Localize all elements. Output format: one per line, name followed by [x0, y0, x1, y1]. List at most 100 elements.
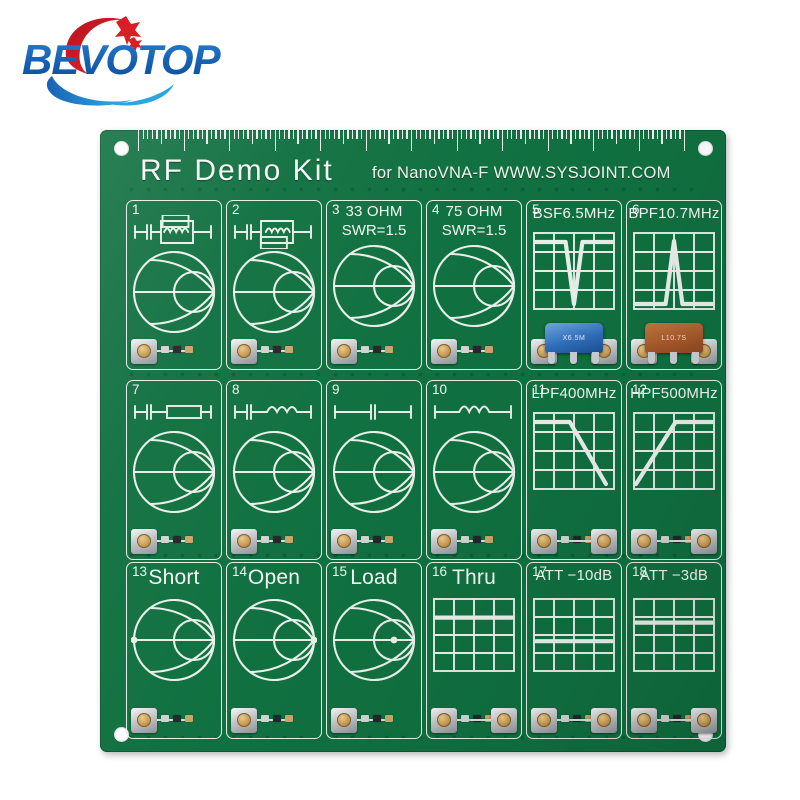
sma-connector[interactable] [431, 708, 457, 733]
sma-connector[interactable] [231, 339, 257, 364]
via-dot [146, 188, 150, 191]
smd-component [285, 536, 293, 543]
sma-connector[interactable] [431, 529, 457, 554]
via-dot [571, 554, 575, 557]
ruler-tick [374, 130, 376, 139]
smd-component [373, 346, 381, 353]
cell-number: 4 [432, 202, 440, 217]
ruler-tick [561, 130, 563, 139]
via-dot [197, 736, 201, 739]
sma-connector[interactable] [531, 708, 557, 733]
cell-number: 11 [532, 382, 547, 397]
ruler-tick [338, 130, 340, 139]
ruler-tick [433, 130, 436, 144]
sma-connector[interactable] [591, 529, 617, 554]
cell-label: 75 OHM [445, 203, 503, 220]
via-dot [656, 554, 660, 557]
sma-connector[interactable] [231, 708, 257, 733]
ruler-tick [219, 130, 222, 139]
ruler-tick [360, 130, 363, 139]
via-dot [656, 373, 660, 376]
sma-connector[interactable] [131, 708, 157, 733]
via-dot [452, 554, 456, 557]
ruler-tick [397, 130, 399, 139]
ruler-tick [192, 130, 194, 139]
smd-component [461, 715, 469, 722]
test-cell-2[interactable]: 2 [226, 200, 322, 370]
sma-connector[interactable] [131, 529, 157, 554]
ruler-tick [365, 130, 367, 151]
via-dot [554, 554, 558, 557]
sma-connector[interactable] [331, 708, 357, 733]
ruler-tick [188, 130, 190, 139]
sma-connector[interactable] [591, 708, 617, 733]
sma-connector[interactable] [631, 529, 657, 554]
pcb-trace [357, 350, 385, 353]
test-cell-7[interactable]: 7 [126, 380, 222, 560]
sma-connector[interactable] [131, 339, 157, 364]
sma-connector[interactable] [531, 529, 557, 554]
via-dot [452, 188, 456, 191]
ruler-tick [474, 130, 477, 139]
cell-label: ATT −10dB [535, 567, 613, 584]
ruler-tick [470, 130, 472, 139]
via-dot [401, 188, 405, 191]
via-dot [384, 373, 388, 376]
test-cell-8[interactable]: 8 [226, 380, 322, 560]
ruler-tick [151, 130, 154, 139]
via-dot [435, 554, 439, 557]
sma-connector[interactable] [431, 339, 457, 364]
test-cell-10[interactable]: 10 [426, 380, 522, 560]
via-dot [163, 554, 167, 557]
via-dot [180, 188, 184, 191]
sma-connector[interactable] [631, 708, 657, 733]
smd-component [685, 715, 693, 722]
via-dot [265, 736, 269, 739]
smd-component [261, 536, 269, 543]
sma-connector[interactable] [691, 529, 717, 554]
via-dot [384, 736, 388, 739]
ruler-tick [138, 130, 140, 151]
ruler-tick [661, 130, 663, 144]
test-cell-1[interactable]: 1 [126, 200, 222, 370]
smd-component [485, 715, 493, 722]
ruler-tick [588, 130, 590, 139]
sma-connector[interactable] [331, 529, 357, 554]
sma-connector[interactable] [491, 708, 517, 733]
ruler-tick [656, 130, 659, 139]
ruler-tick [424, 130, 427, 139]
via-dot [639, 373, 643, 376]
via-dot [520, 554, 524, 557]
sma-connector[interactable] [231, 529, 257, 554]
via-dot [163, 736, 167, 739]
test-cell-9[interactable]: 9 [326, 380, 422, 560]
smd-component [373, 536, 381, 543]
smd-component [485, 346, 493, 353]
smith-chart [232, 250, 316, 334]
ruler-tick [251, 130, 254, 144]
sma-connector[interactable] [691, 708, 717, 733]
logo-blue-swoosh-tail [104, 84, 174, 106]
ruler-tick [502, 130, 504, 151]
schematic-symbol [434, 405, 512, 419]
plot-trace [633, 238, 715, 307]
via-dot [690, 373, 694, 376]
via-dot [350, 188, 354, 191]
via-dot [146, 554, 150, 557]
sma-connector[interactable] [331, 339, 357, 364]
ruler-tick [379, 130, 381, 139]
ruler-tick [301, 130, 304, 139]
